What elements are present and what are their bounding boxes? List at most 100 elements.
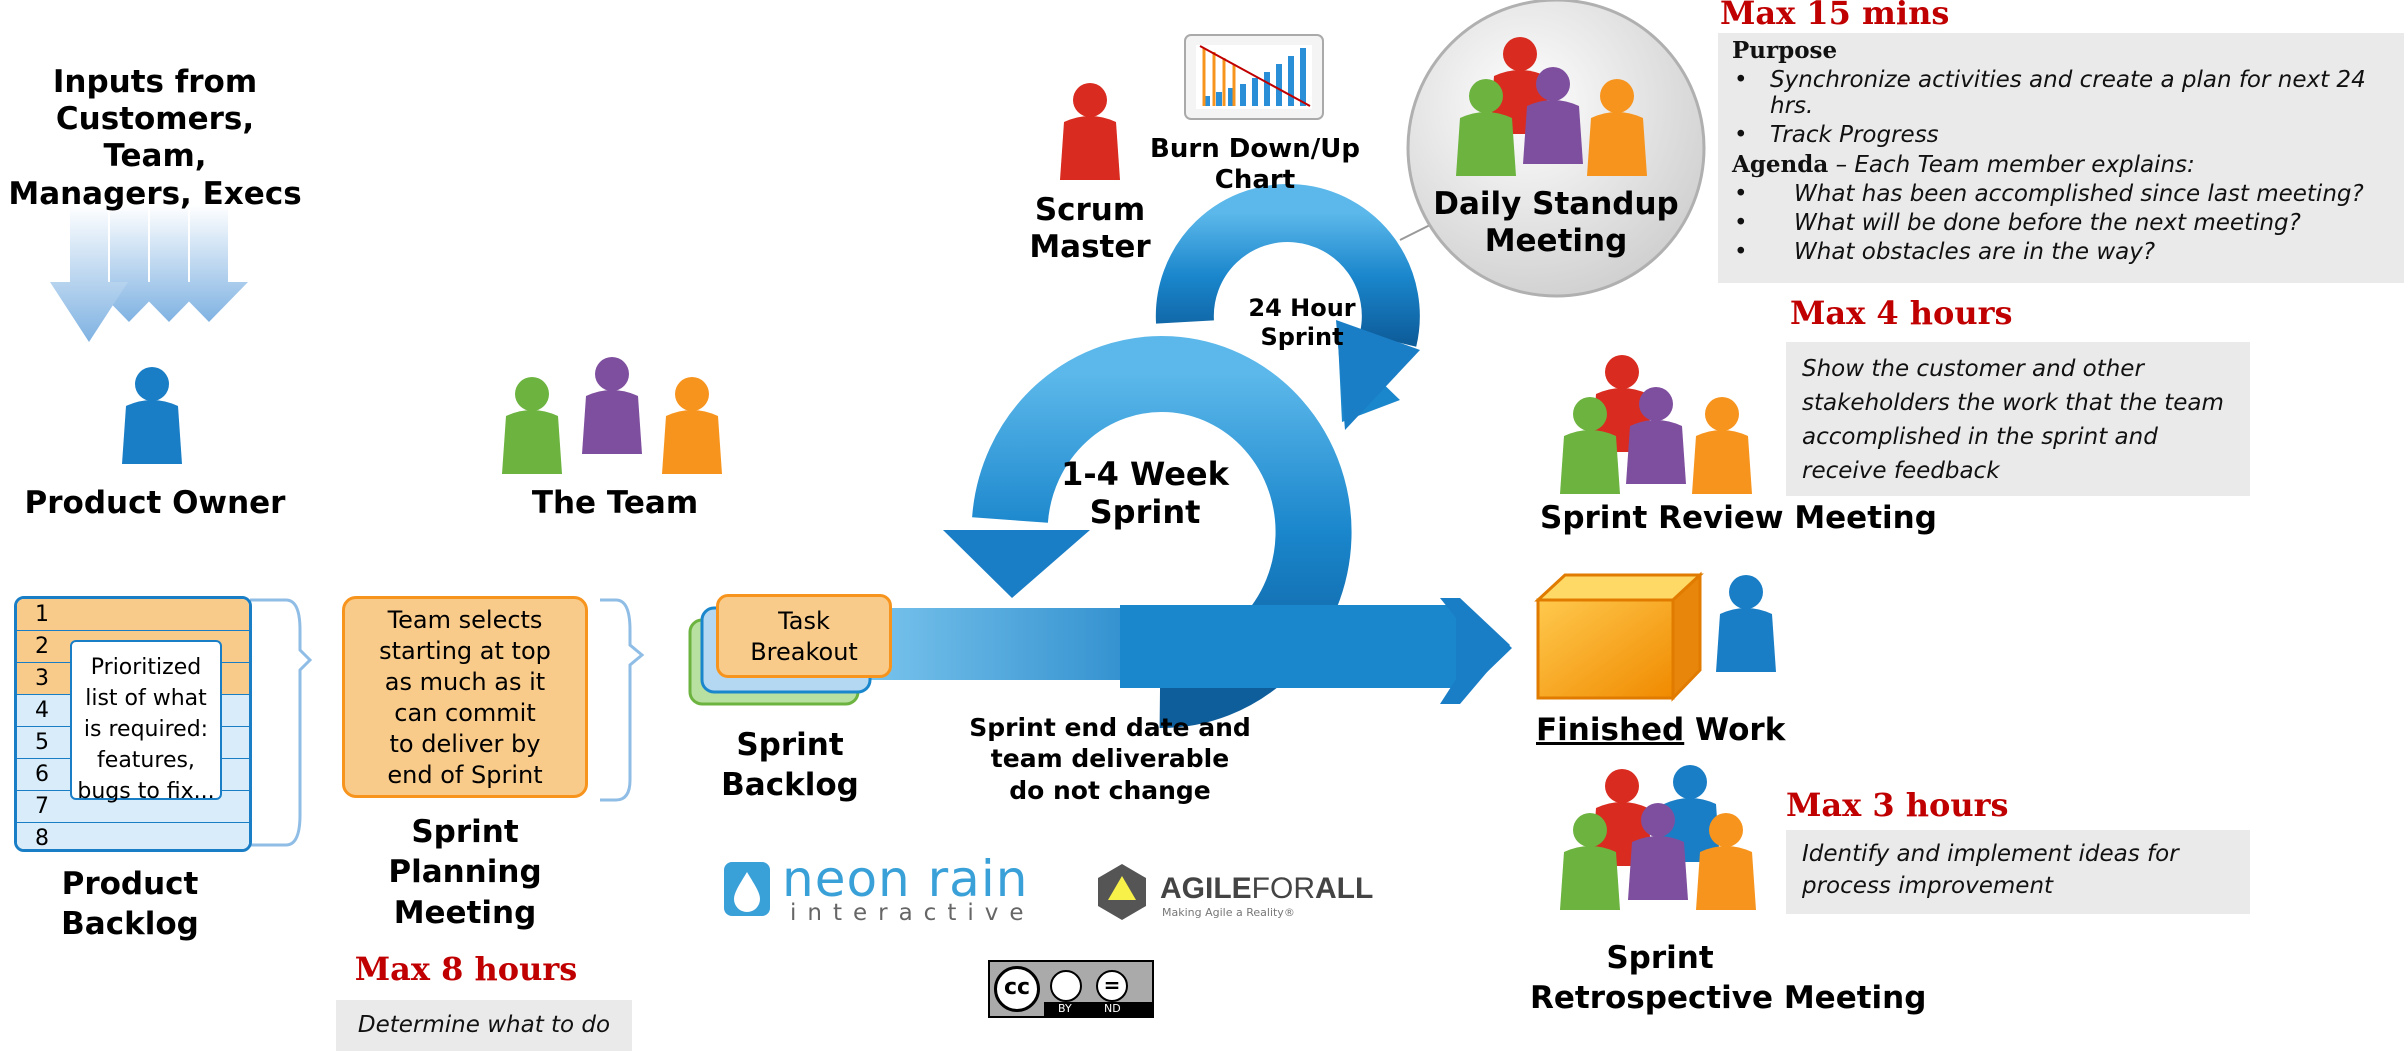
purpose-item: Track Progress [1732,122,2390,148]
finished-work-label: Finished Work [1536,712,1785,749]
product-owner-person-icon [122,367,182,464]
retro-desc-line: process improvement [1802,873,2054,899]
task-breakout-card: Task Breakout [716,594,892,678]
review-label-a: Sprint Review [1540,500,1784,536]
purpose-item: Synchronize activities and create a plan… [1732,67,2390,119]
daily-standup-circle [1399,0,1706,298]
task-line1: Task [778,607,830,635]
backlog-row: 8 [17,823,249,849]
review-team-people-icon [1560,355,1752,494]
agenda-item: What obstacles are in the way? [1732,239,2390,265]
planning-box-line: starting at top [379,637,551,665]
neon-rain-main: neon rain [782,850,1029,908]
purpose-heading: Purpose [1732,37,1838,64]
retro-team-people-icon [1560,765,1756,910]
sprint-24-label: 24 Hour Sprint [1222,294,1382,352]
sprint-backlog-line1: Sprint [736,727,844,763]
backlog-note-line: features, [97,748,195,773]
planning-box-line: can commit [394,699,536,727]
planning-desc: Determine what to do [336,1000,632,1051]
backlog-note-line: Prioritized [90,655,202,680]
product-owner-label: Product Owner [24,485,286,521]
agenda-list: What has been accomplished since last me… [1732,181,2390,265]
inputs-line3: Managers, Execs [8,175,302,212]
planning-brace [600,598,645,802]
planning-label: Sprint Planning Meeting [340,812,590,933]
backlog-note-line: is required: [83,717,209,742]
agenda-intro: – Each Team member explains: [1828,152,2195,178]
agenda-item: What will be done before the next meetin… [1732,210,2390,236]
inputs-heading: Inputs from Customers, Team, Managers, E… [0,64,310,213]
backlog-note: Prioritized list of what is required: fe… [70,640,222,804]
finished-underlined: Finished [1536,712,1685,748]
scrum-master-label: Scrum Master [1010,192,1170,266]
task-line2: Breakout [750,638,858,666]
agile-for-all-main: AGILEFORALL [1160,872,1373,906]
burndown-line1: Burn Down/Up [1150,134,1360,164]
end-date-note: Sprint end date and team deliverable do … [940,712,1280,806]
agile-b: FOR [1251,872,1315,905]
input-arrows-icon [50,205,248,342]
review-desc-line: receive feedback [1802,458,2000,484]
agenda-heading: Agenda [1732,151,1829,178]
review-desc: Show the customer and other stakeholders… [1786,342,2250,496]
review-label-b: Meeting [1794,500,1937,536]
product-backlog-label: Product Backlog [30,864,230,945]
agile-a: AGILE [1160,872,1252,905]
cc-by-text: BY [1058,1002,1072,1015]
scrum-master-line2: Master [1029,229,1151,266]
neon-rain-sub: interactive [790,900,1035,926]
review-desc-line: stakeholders the work that the team [1802,390,2224,416]
planning-label-line: Meeting [393,894,537,931]
planning-box-line: as much as it [384,668,546,696]
inputs-line1: Inputs from [52,64,258,100]
cc-strip: BY ND [1044,1002,1152,1016]
retro-label-line2a: Retrospective [1530,980,1774,1017]
cc-license-badge[interactable]: cc = BY ND [988,960,1154,1018]
burndown-line2: Chart [1214,165,1296,196]
agenda-item: What has been accomplished since last me… [1732,181,2390,207]
backlog-note-line: list of what [85,686,207,711]
burndown-chart-icon [1184,34,1324,120]
backlog-row: 1 [17,599,249,631]
finished-rest: Work [1695,712,1786,748]
review-desc-line: Show the customer and other [1802,356,2144,382]
end-date-line: Sprint end date and [969,713,1251,742]
finished-work-box-icon [1534,571,1704,702]
planning-max: Max 8 hours [354,950,578,988]
review-label: Sprint Review Meeting [1540,500,1937,537]
backlog-note-line: bugs to fix... [77,779,215,804]
cc-icon: cc [994,966,1040,1012]
standup-max: Max 15 mins [1720,0,1950,32]
burndown-label: Burn Down/Up Chart [1135,134,1375,196]
sprint-main-line1: 1-4 Week [1061,455,1229,493]
planning-box-line: Team selects [387,606,543,634]
backlog-brace [250,598,313,847]
retro-max: Max 3 hours [1786,786,2009,824]
sprint-backlog-line2: Backlog [721,767,859,804]
review-desc-line: accomplished in the sprint and [1802,424,2158,450]
retro-desc: Identify and implement ideas for process… [1786,830,2250,914]
review-max: Max 4 hours [1790,294,2013,332]
inputs-line2: Customers, Team, [55,101,255,175]
sprint-main-label: 1-4 Week Sprint [1040,455,1250,532]
agile-for-all-logo-icon [1096,862,1148,922]
sprint-24-line1: 24 Hour [1248,294,1356,322]
retro-label: Sprint Retrospective Meeting [1530,938,1930,1019]
cc-nd-text: ND [1104,1002,1121,1015]
the-team-label: The Team [531,485,699,521]
agenda-line: Agenda – Each Team member explains: [1732,151,2390,178]
retro-desc-line: Identify and implement ideas for [1802,841,2179,867]
nd-equals-icon: = [1096,970,1128,1002]
planning-box-line: to deliver by [389,730,541,758]
standup-label: Daily Standup Meeting [1416,186,1696,260]
sprint-cycle-arrow-icon [855,336,1512,729]
sprint-main-line2: Sprint [1089,493,1201,532]
planning-box-line: end of Sprint [387,761,543,789]
sprint-24-line2: Sprint [1260,322,1344,351]
end-date-line: do not change [1009,775,1211,805]
sprint-backlog-label: Sprint Backlog [690,725,890,806]
standup-label-line2: Meeting [1484,223,1628,260]
standup-details: Purpose Synchronize activities and creat… [1718,33,2404,283]
agile-for-all-sub: Making Agile a Reality® [1162,906,1295,919]
